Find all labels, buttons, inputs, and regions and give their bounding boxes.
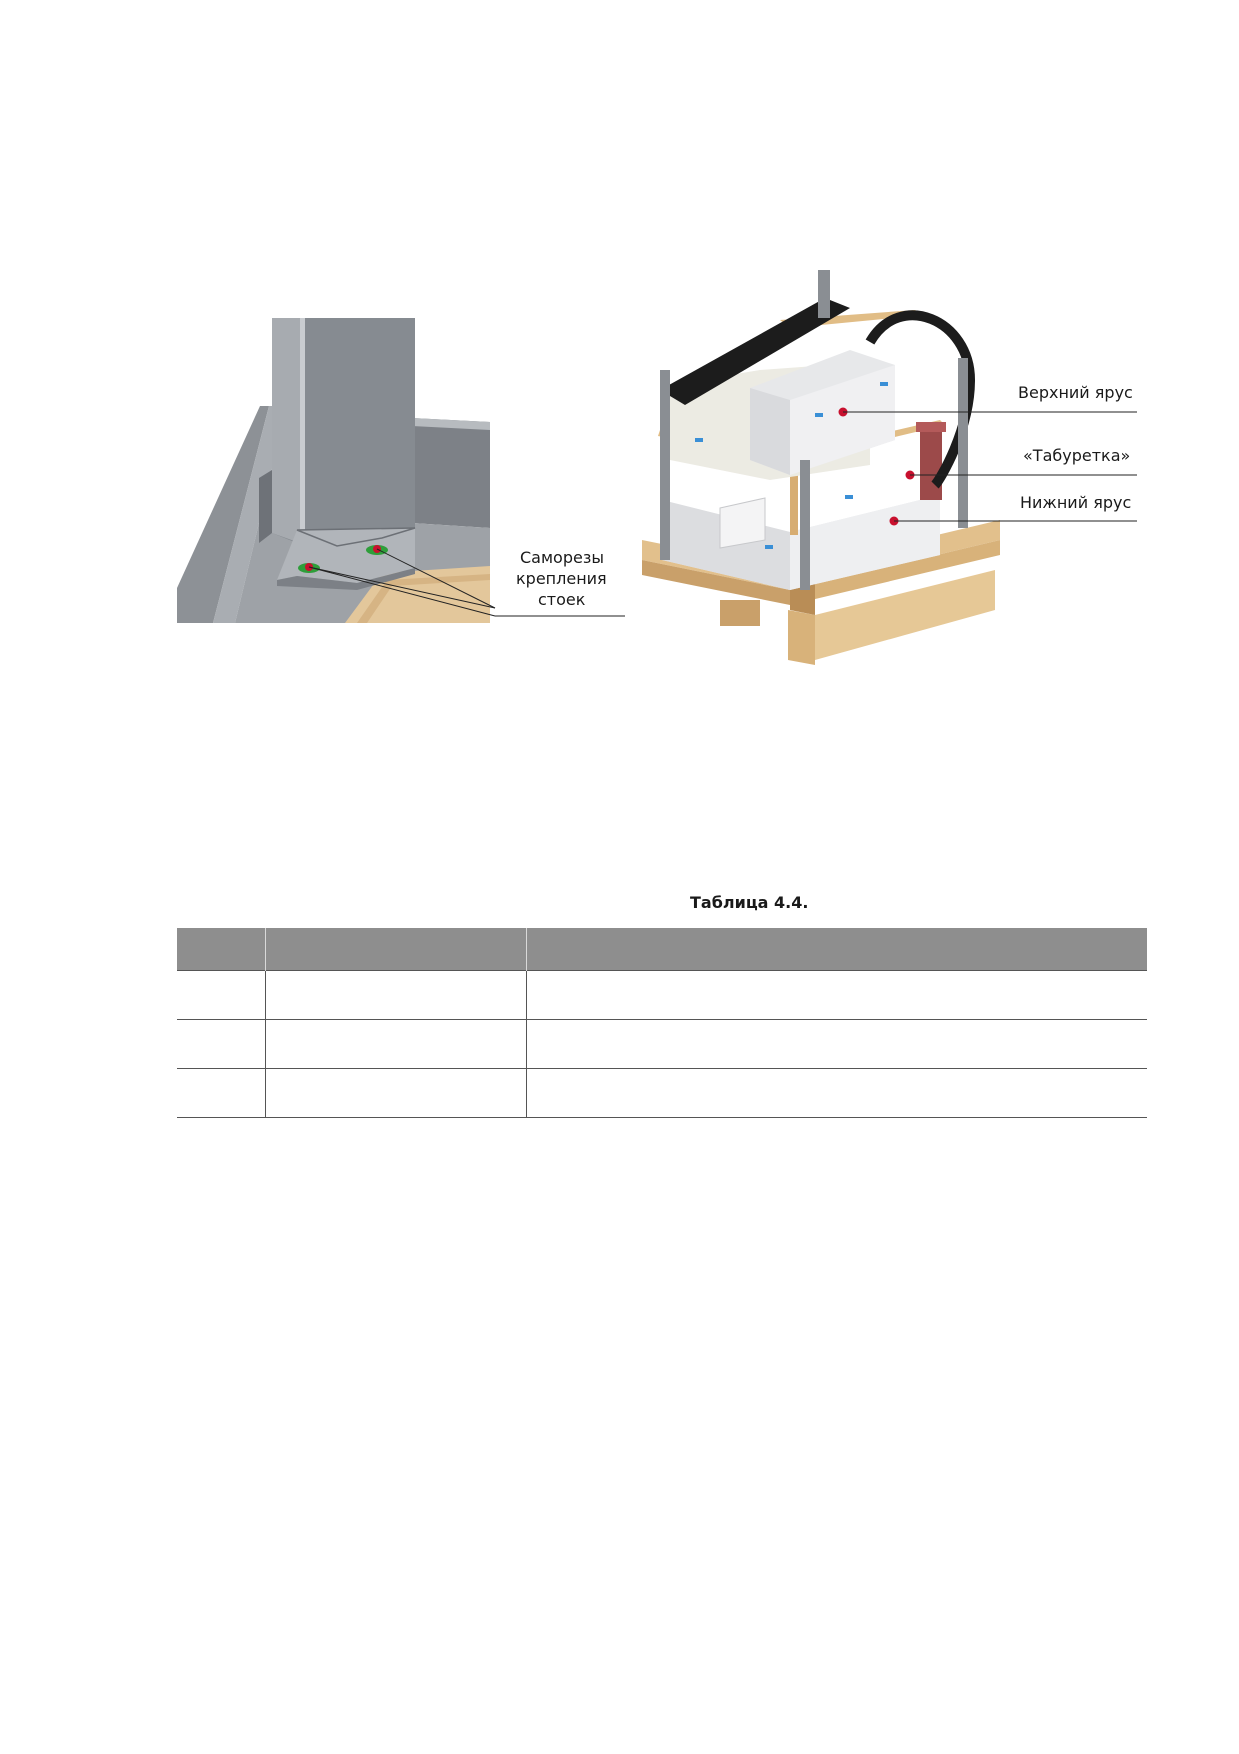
table-header-cell <box>265 928 527 971</box>
table-cell <box>177 1068 266 1118</box>
table-row <box>177 1019 1147 1069</box>
table-cell <box>265 970 527 1020</box>
lower-tier-label: Нижний ярус <box>1020 493 1132 512</box>
table-cell <box>177 1019 266 1069</box>
figure-packed-pallet <box>640 270 1137 670</box>
table-row <box>177 1068 1147 1118</box>
table-row <box>177 970 1147 1020</box>
table-header-cell <box>526 928 1147 971</box>
table-cell <box>526 1068 1147 1118</box>
table-cell <box>526 970 1147 1020</box>
rack-base-illustration <box>177 318 625 623</box>
stool-label: «Табуретка» <box>1023 446 1131 465</box>
upper-tier-label: Верхний ярус <box>1018 383 1133 402</box>
screws-label-line-1: Саморезы <box>520 548 604 567</box>
table-cell <box>265 1019 527 1069</box>
figure-rack-base <box>177 318 625 623</box>
table-cell <box>177 970 266 1020</box>
table-cell <box>265 1068 527 1118</box>
table-header-cell <box>177 928 266 971</box>
table-caption: Таблица 4.4. <box>690 893 809 912</box>
spec-table <box>177 928 1147 1118</box>
pallet-illustration <box>642 270 1137 665</box>
screws-label-line-3: стоек <box>538 590 586 609</box>
screws-label-line-2: крепления <box>516 569 607 588</box>
table-cell <box>526 1019 1147 1069</box>
table-header-row <box>177 928 1147 971</box>
